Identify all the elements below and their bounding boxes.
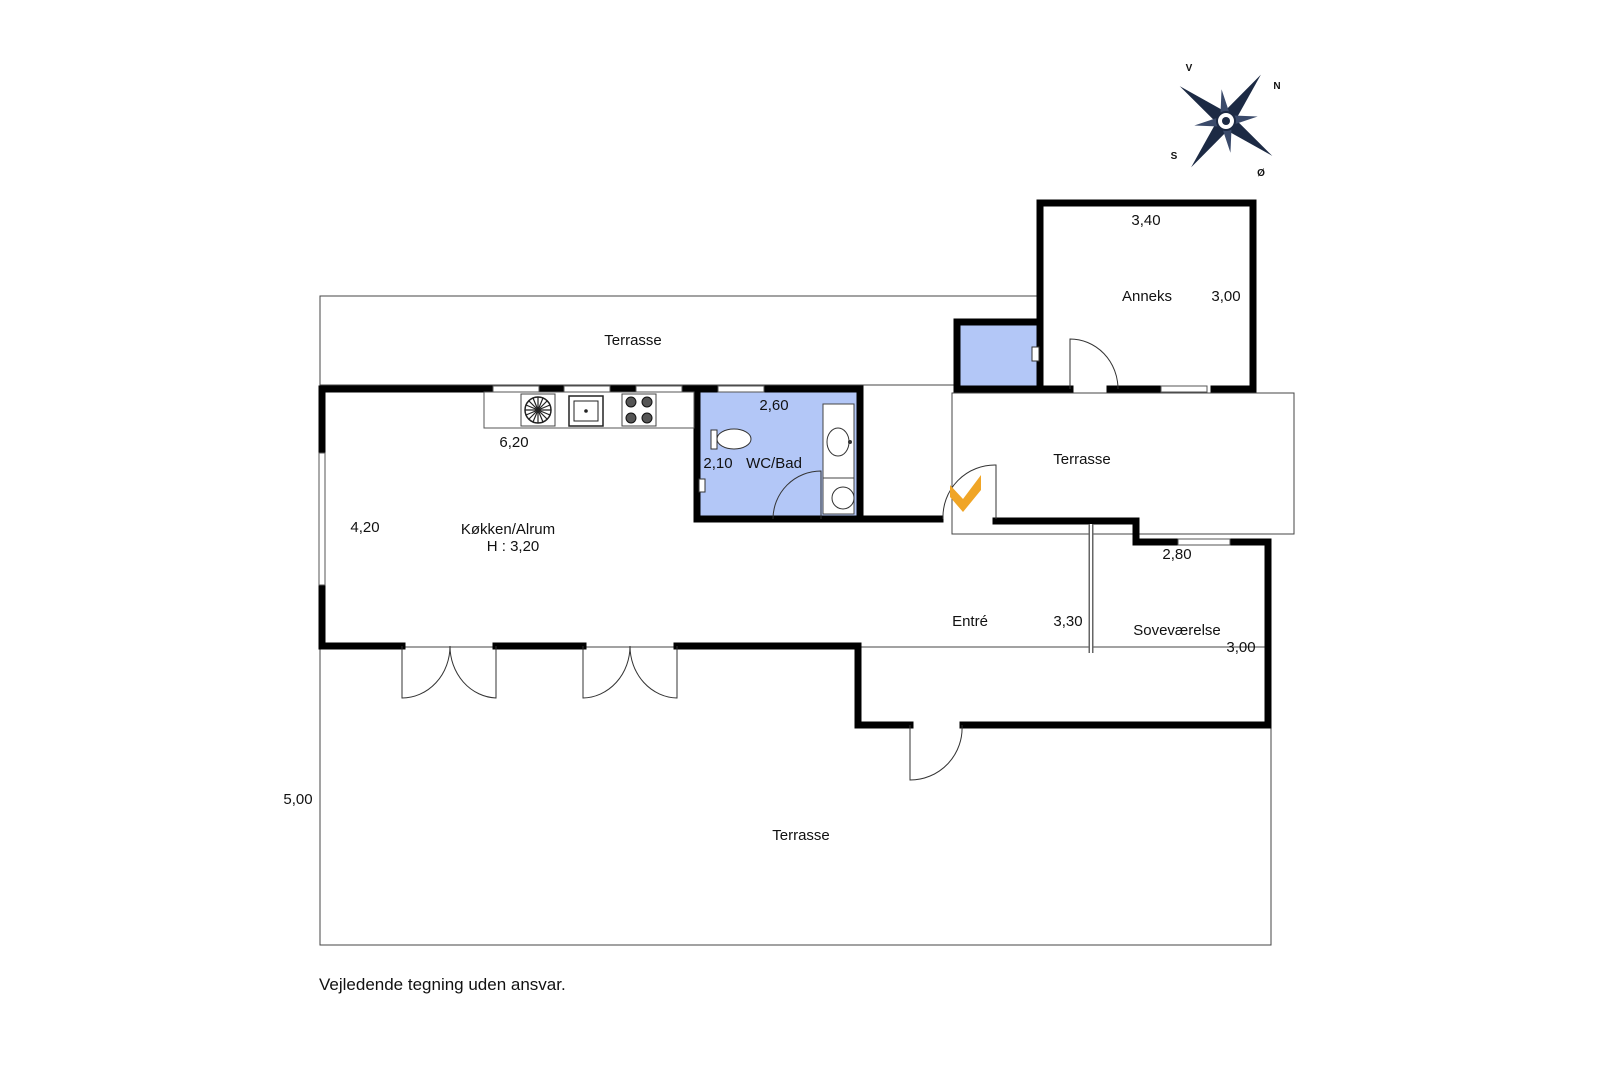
window [717,385,765,393]
window [1160,385,1208,393]
entry-dimension: 3,30 [1053,613,1082,630]
toilet-tank [710,429,718,450]
door-terrace-2a [582,645,631,699]
kitchen-counter [483,391,695,429]
door-terrace-1b [449,645,497,699]
toilet-icon [716,428,752,450]
disclaimer: Vejledende tegning uden ansvar. [319,975,566,994]
kitchen-name: Køkken/Alrum [461,521,555,538]
compass-west: V [1186,63,1193,74]
terrace-top-label: Terrasse [604,332,662,349]
bath-name: WC/Bad [746,455,802,472]
bath-fixtures [698,346,1040,515]
terrace-top-outline [319,295,1038,386]
kitchen-height: H : 3,20 [487,538,540,555]
kitchen-width: 6,20 [499,434,528,451]
wall-annex-wc [953,318,1074,393]
walls [318,199,1272,729]
annex-depth: 3,00 [1211,288,1240,305]
annex-wc-fixture-icon [1031,346,1040,362]
compass-east: Ø [1257,168,1265,179]
door-terrace-2b [629,645,678,699]
tap-icon [848,440,852,444]
hob-ring [625,412,637,424]
terrace-right-label: Terrasse [1053,451,1111,468]
door-terrace-1a [401,645,451,699]
fan-blades-icon [525,397,551,423]
door-main-entry [942,464,997,520]
terrace-bottom-label: Terrasse [772,827,830,844]
hob-ring [641,412,653,424]
hob-ring [641,396,653,408]
washbasin-icon [826,427,850,457]
wall-bedroom-north [992,517,1180,546]
wall-entry-south [673,642,914,729]
hob-ring [625,396,637,408]
compass-south: S [1171,151,1178,162]
bath-depth: 2,10 [703,455,732,472]
shower-icon [831,486,855,510]
window [492,385,540,393]
annex-name: Anneks [1122,288,1172,305]
entrance-marker-icon [950,475,981,512]
annex-width: 3,40 [1131,212,1160,229]
annex-wc-floor [957,322,1039,389]
doors [401,338,1119,781]
terrace-right-outline [951,392,1295,535]
compass-north: N [1273,81,1280,92]
door-bath [772,470,822,520]
bedroom-name: Soveværelse [1133,622,1221,639]
terrace-bottom-outline [319,646,1272,946]
door-south [909,724,963,781]
bath-width: 2,60 [759,397,788,414]
window [635,385,683,393]
window [318,452,326,586]
bedroom-width: 2,80 [1162,546,1191,563]
wall-annex [1036,199,1257,393]
compass-rose [1179,74,1273,168]
window [563,385,611,393]
terrace-bottom-dimension: 5,00 [283,791,312,808]
bedroom-depth: 3,00 [1226,639,1255,656]
door-annex [1069,338,1119,390]
wall-kitchen-west [318,385,406,650]
wall-bedroom-south [959,538,1272,729]
entry-name: Entré [952,613,988,630]
sink-basin [573,400,599,422]
kitchen-depth: 4,20 [350,519,379,536]
sink-drain [584,409,588,413]
paper-holder-icon [698,478,706,493]
window [1177,538,1231,546]
